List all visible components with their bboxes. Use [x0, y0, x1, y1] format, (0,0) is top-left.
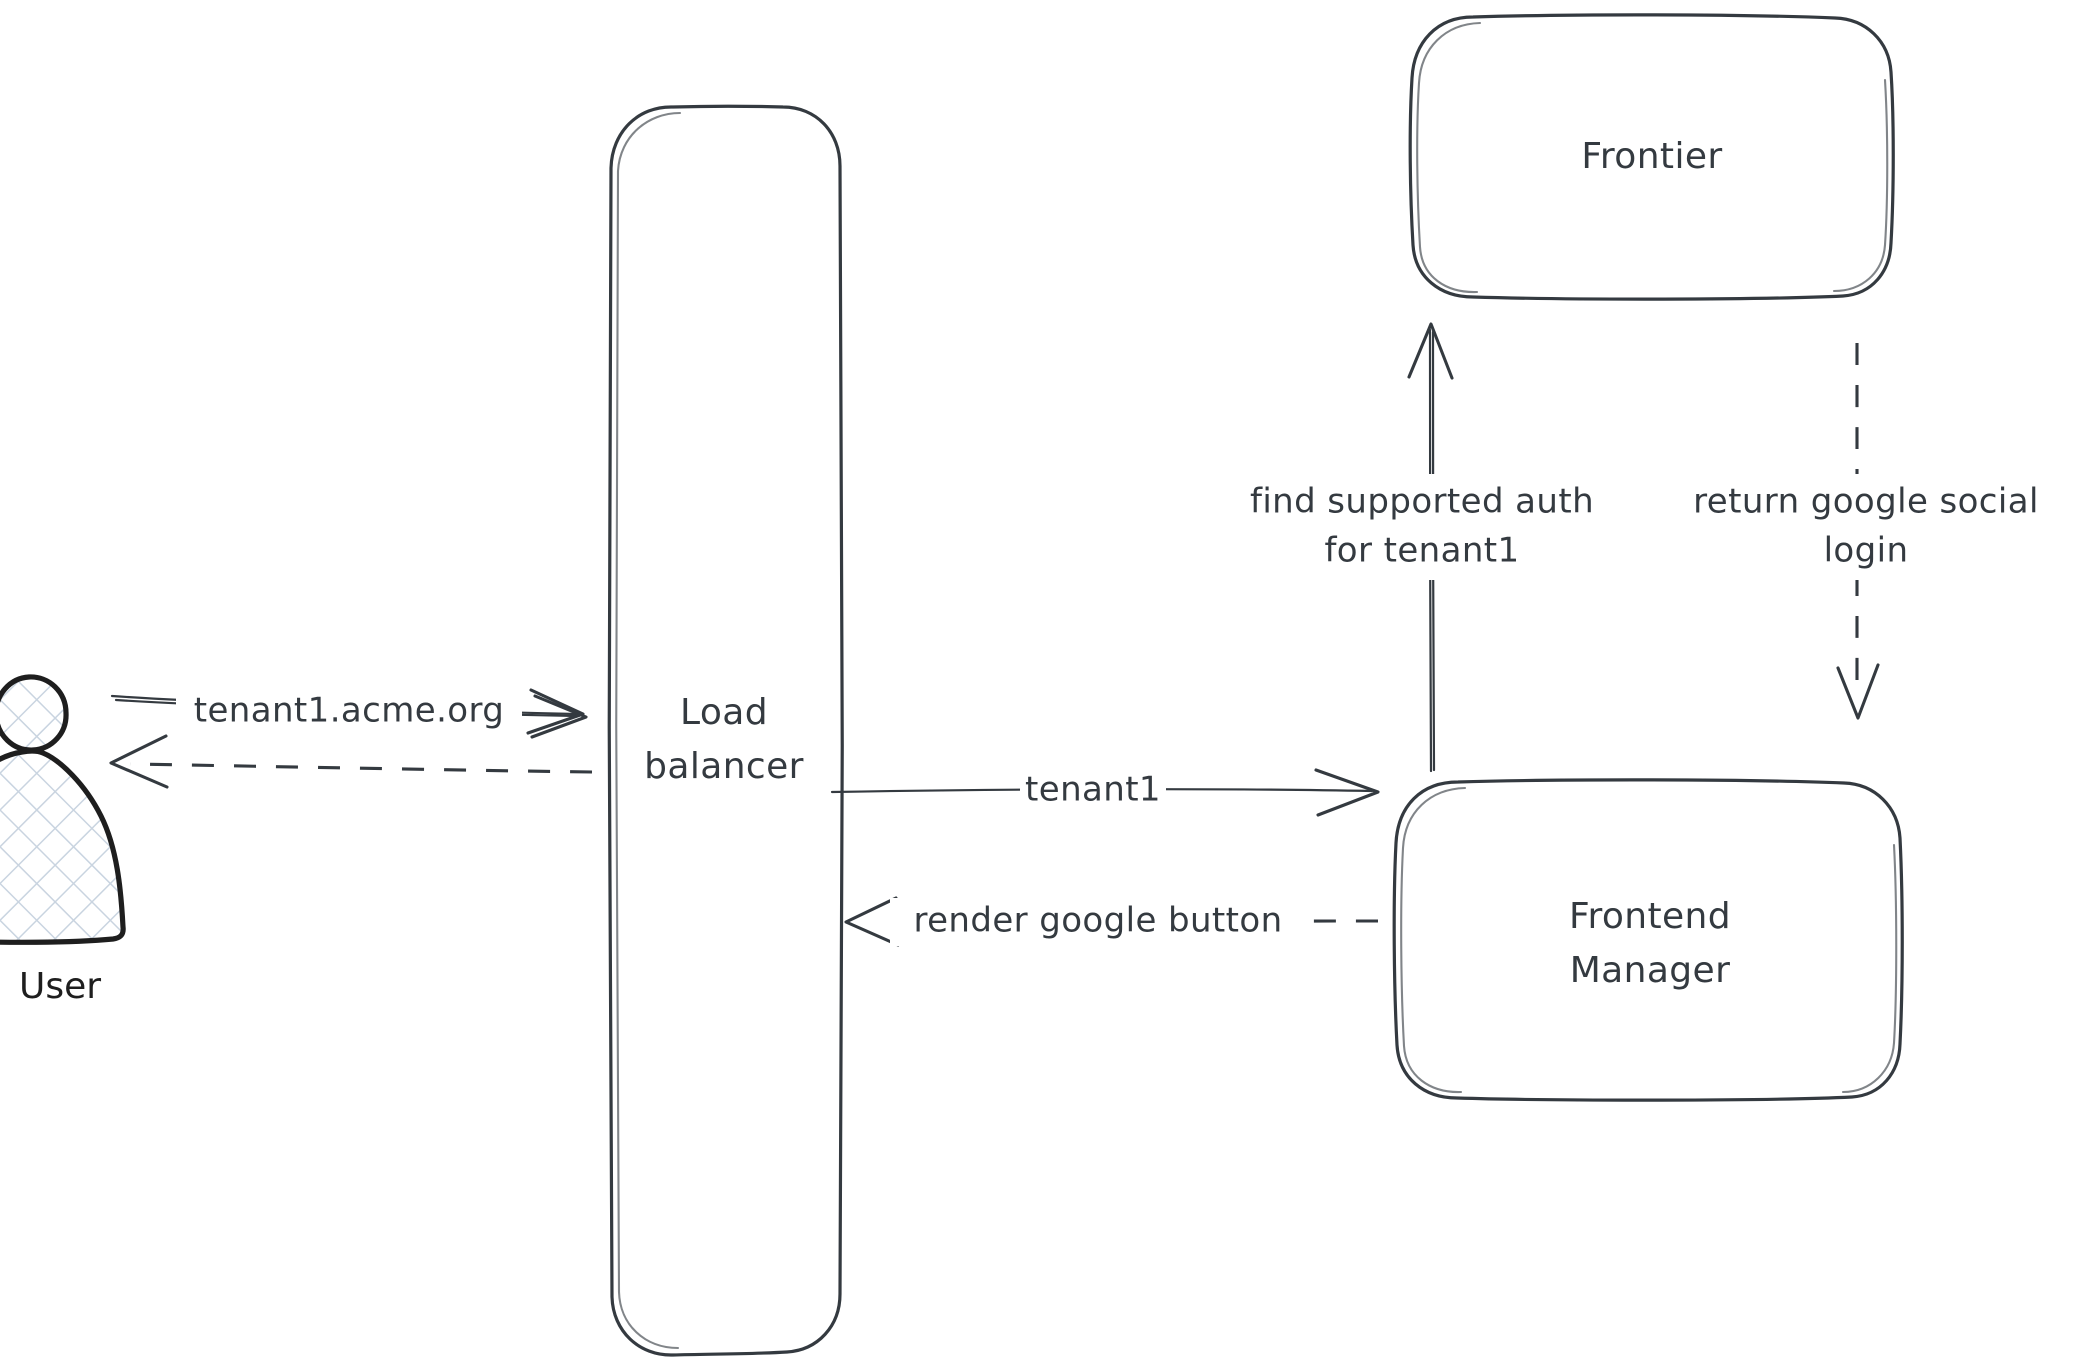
- edge-user-to-load-balancer[interactable]: tenant1.acme.org: [110, 688, 588, 739]
- edge-user-to-lb-arrowhead-sketch: [530, 694, 588, 739]
- edge-lb-to-user-line: [129, 762, 593, 774]
- frontend-manager-label-line2: Manager: [1570, 950, 1731, 991]
- frontier-shape: [1408, 13, 1895, 301]
- edge-fm-to-lb-arrowhead: [844, 896, 900, 947]
- edge-fm-to-lb-label: render google button: [913, 901, 1282, 941]
- edge-lb-to-user-arrowhead: [109, 734, 169, 789]
- frontier-shape-sketch: [1416, 21, 1889, 294]
- edge-load-balancer-to-user[interactable]: [109, 734, 593, 789]
- edge-lb-to-fm-arrowhead: [1314, 768, 1380, 817]
- load-balancer-label-line2: balancer: [644, 746, 804, 787]
- user-body-icon: [0, 748, 126, 945]
- edge-frontier-to-fm-label-line2: login: [1824, 531, 1909, 571]
- edge-lb-to-fm-label: tenant1: [1025, 770, 1161, 810]
- frontend-manager-shape-sketch: [1400, 786, 1898, 1094]
- edge-frontier-to-fm-arrowhead: [1836, 663, 1880, 720]
- edge-frontier-to-fm-label-bg: [1660, 474, 2080, 580]
- edge-frontend-manager-to-frontier[interactable]: find supported auth for tenant1: [1218, 322, 1626, 773]
- edge-fm-to-frontier-label-line2: for tenant1: [1324, 531, 1519, 571]
- edge-fm-to-frontier-arrowhead: [1407, 322, 1454, 380]
- edge-fm-to-frontier-label-bg: [1218, 474, 1626, 580]
- frontier-label: Frontier: [1581, 136, 1722, 177]
- load-balancer-shape: [607, 104, 844, 1357]
- edge-user-to-lb-arrowhead: [526, 688, 585, 735]
- edge-frontier-to-frontend-manager[interactable]: return google social login: [1660, 343, 2080, 720]
- edge-lb-to-fm-label-bg: [1020, 768, 1166, 814]
- frontend-manager-label-line1: Frontend: [1569, 896, 1731, 937]
- edge-load-balancer-to-frontend-manager[interactable]: tenant1: [830, 768, 1380, 817]
- user-label: User: [19, 966, 101, 1007]
- edge-user-to-lb-label: tenant1.acme.org: [194, 691, 505, 731]
- load-balancer-label-line1: Load: [680, 692, 768, 733]
- edge-user-to-lb-label-bg: [176, 688, 522, 736]
- node-frontier[interactable]: Frontier: [1408, 13, 1895, 301]
- frontend-manager-shape: [1392, 778, 1904, 1102]
- user-head-icon: [0, 674, 69, 753]
- node-user[interactable]: User: [0, 674, 126, 1007]
- node-load-balancer[interactable]: Load balancer: [607, 104, 844, 1357]
- edge-fm-to-lb-label-bg: [890, 898, 1302, 946]
- edge-frontend-manager-to-load-balancer[interactable]: render google button: [844, 896, 1379, 947]
- edge-fm-to-frontier-label-line1: find supported auth: [1250, 482, 1594, 522]
- edge-frontier-to-fm-label-line1: return google social: [1693, 482, 2039, 522]
- load-balancer-shape-sketch: [615, 111, 682, 1350]
- node-frontend-manager[interactable]: Frontend Manager: [1392, 778, 1904, 1102]
